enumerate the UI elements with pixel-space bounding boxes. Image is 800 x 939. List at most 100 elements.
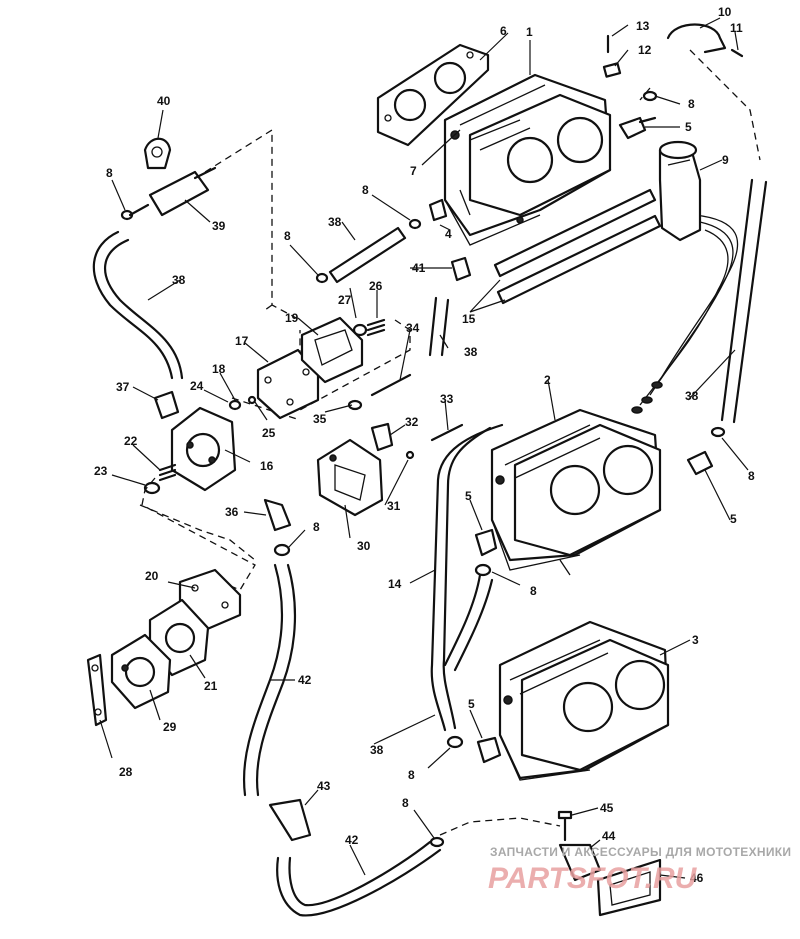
callout-42-lower: 42 <box>345 833 359 847</box>
callout-3: 3 <box>692 633 699 647</box>
callout-21: 21 <box>204 679 218 693</box>
fuel-pump-body <box>170 406 237 492</box>
callout-32: 32 <box>405 415 419 429</box>
callout-12: 12 <box>638 43 652 57</box>
callout-20: 20 <box>145 569 159 583</box>
callout-42-upper: 42 <box>298 673 312 687</box>
callout-38-a: 38 <box>172 273 186 287</box>
gasket-17 <box>256 348 320 420</box>
valve-44 <box>558 843 602 882</box>
fuel-pump-cover <box>316 438 384 517</box>
carburetor-gasket <box>376 43 490 147</box>
callout-43: 43 <box>317 779 331 793</box>
callout-8-h: 8 <box>408 768 415 782</box>
watermark: ЗАПЧАСТИ И АКСЕССУАРЫ ДЛЯ МОТОТЕХНИКИ PA… <box>488 845 791 895</box>
fitting-4 <box>428 198 448 222</box>
callout-2: 2 <box>544 373 551 387</box>
callout-38-b: 38 <box>328 215 342 229</box>
callout-19: 19 <box>285 311 299 325</box>
callout-28: 28 <box>119 765 133 779</box>
carburetor-1 <box>443 73 612 246</box>
carburetor-3 <box>498 620 670 781</box>
fitting-43 <box>268 798 312 842</box>
callout-14: 14 <box>388 577 402 591</box>
callout-15: 15 <box>462 312 476 326</box>
callout-11: 11 <box>730 21 743 35</box>
callout-35: 35 <box>313 412 327 426</box>
callout-5-right: 5 <box>730 512 737 526</box>
callout-8-c: 8 <box>284 229 291 243</box>
callout-40: 40 <box>157 94 171 108</box>
callout-4: 4 <box>445 227 452 241</box>
assembly-guide-lines <box>139 49 761 836</box>
callout-26: 26 <box>369 279 383 293</box>
wiring-harness <box>631 214 739 414</box>
callout-8-f: 8 <box>313 520 320 534</box>
screw-34 <box>370 373 412 397</box>
fuel-hose-38-right <box>720 178 768 424</box>
fuel-hose-15 <box>493 188 662 305</box>
callout-38-e: 38 <box>370 743 384 757</box>
callout-45: 45 <box>600 801 614 815</box>
housing-29 <box>110 633 172 710</box>
callout-13: 13 <box>636 19 650 33</box>
callout-46: 46 <box>690 871 704 885</box>
callout-5-bottom: 5 <box>468 697 475 711</box>
fuel-hose-42-lower <box>276 840 442 917</box>
fitting-41 <box>450 256 472 282</box>
fuel-hose-38-center <box>328 226 407 284</box>
callout-8-a: 8 <box>106 166 113 180</box>
watermark-tagline: ЗАПЧАСТИ И АКСЕССУАРЫ ДЛЯ МОТОТЕХНИКИ <box>490 845 791 859</box>
carburetor-2 <box>490 408 662 576</box>
callout-9: 9 <box>722 153 729 167</box>
callout-6: 6 <box>500 24 507 38</box>
callout-30: 30 <box>357 539 371 553</box>
spring-26 <box>366 318 386 337</box>
fitting-5-mid <box>474 528 498 557</box>
callout-25: 25 <box>262 426 276 440</box>
callout-17: 17 <box>235 334 249 348</box>
screw-33 <box>430 423 464 442</box>
callout-8-b: 8 <box>362 183 369 197</box>
callout-8-d: 8 <box>688 97 695 111</box>
fuel-hose-42-upper <box>242 563 297 797</box>
callout-16: 16 <box>260 459 274 473</box>
callout-27: 27 <box>338 293 352 307</box>
callout-23: 23 <box>94 464 108 478</box>
fitting-36 <box>263 498 292 532</box>
fuel-hose-14 <box>430 423 504 732</box>
fuel-hose-38-left <box>92 230 184 380</box>
nut-12 <box>602 62 622 78</box>
callout-7: 7 <box>410 164 417 178</box>
bolt-45 <box>557 810 573 842</box>
callout-5-top: 5 <box>685 120 692 134</box>
callout-8-i: 8 <box>402 796 409 810</box>
callout-37: 37 <box>116 380 130 394</box>
bracket-28 <box>86 653 108 727</box>
screw-11 <box>730 48 744 58</box>
fitting-5-right <box>686 450 714 476</box>
callout-29: 29 <box>163 720 177 734</box>
fuel-hose-38-vertical <box>428 296 450 357</box>
clamp-10 <box>666 23 727 54</box>
callout-24: 24 <box>190 379 204 393</box>
o-rings <box>143 323 415 495</box>
callout-44: 44 <box>602 829 616 843</box>
callout-labels: 1 2 3 4 5 5 5 5 6 7 8 8 8 8 8 8 8 8 8 9 … <box>94 5 755 885</box>
callout-31: 31 <box>387 499 401 513</box>
fitting-5-top <box>618 116 657 140</box>
callout-38-d: 38 <box>685 389 699 403</box>
watermark-brand: PARTSFOT.RU <box>488 862 698 895</box>
callout-41: 41 <box>412 261 426 275</box>
solenoid-9 <box>658 140 702 242</box>
fitting-5-bottom <box>476 736 502 764</box>
callout-36: 36 <box>225 505 239 519</box>
callout-22: 22 <box>124 434 138 448</box>
fuel-filter-39 <box>128 166 217 217</box>
fitting-37 <box>153 390 180 420</box>
fitting-32 <box>370 422 394 452</box>
callout-34: 34 <box>406 321 420 335</box>
bracket-46 <box>596 858 662 917</box>
callout-38-c: 38 <box>464 345 478 359</box>
callout-5-mid: 5 <box>465 489 472 503</box>
